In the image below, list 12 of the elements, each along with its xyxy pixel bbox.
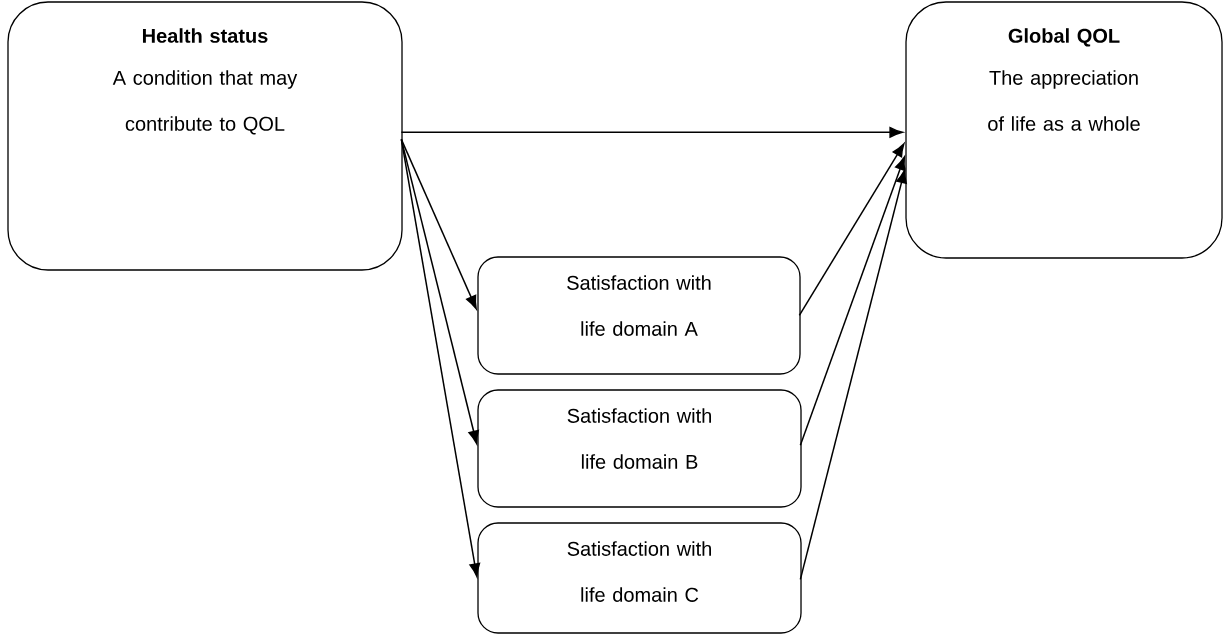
arrow [799,156,906,447]
arrow [400,138,477,310]
rounded-box: Global QOL The appreciation of life as a whole [905,1,1223,259]
arrow [799,169,907,581]
arrow [400,138,481,578]
arrow [400,138,479,445]
arrow [400,126,903,138]
rounded-box: Satisfaction with life domain B [477,389,802,508]
arrow [798,143,905,317]
rounded-box: Satisfaction with life domain C [477,522,802,634]
rounded-box: Satisfaction with life domain A [477,256,801,375]
rounded-box: Health status A condition that may contribute to QOL [7,1,403,271]
